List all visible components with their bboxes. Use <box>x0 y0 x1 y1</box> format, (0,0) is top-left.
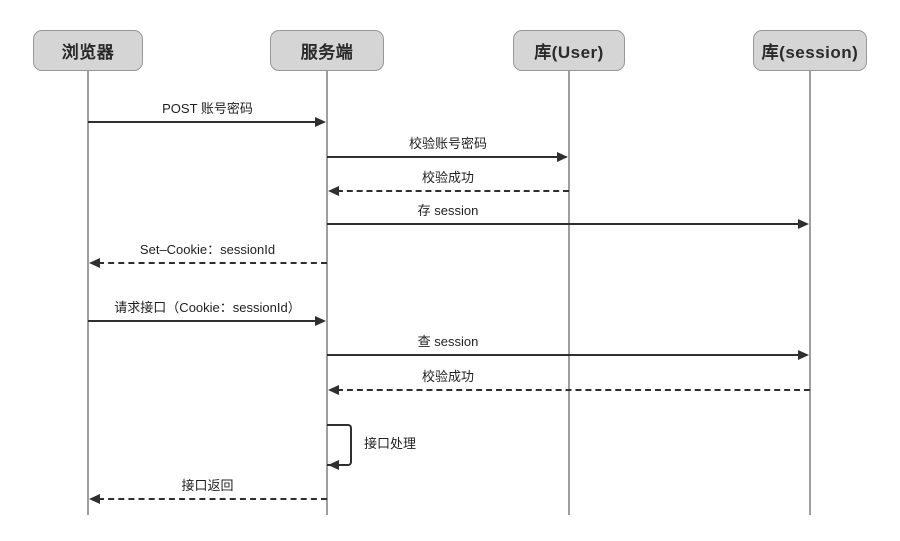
arrowhead <box>798 219 809 229</box>
message-line <box>327 156 559 158</box>
arrowhead <box>798 350 809 360</box>
message-label: 接口处理 <box>364 436 417 451</box>
message-label: 查 session <box>417 334 479 349</box>
actor-lifeline-db-session <box>809 71 811 515</box>
message-label: 存 session <box>417 203 479 218</box>
message-line <box>337 389 810 391</box>
message-line <box>88 121 317 123</box>
message-line <box>88 320 317 322</box>
arrowhead <box>557 152 568 162</box>
actor-box-browser: 浏览器 <box>33 30 143 71</box>
actor-lifeline-db-user <box>568 71 570 515</box>
message-label: 校验成功 <box>421 170 475 185</box>
arrowhead <box>89 494 100 504</box>
message-label: 接口返回 <box>181 478 234 493</box>
arrowhead <box>328 186 339 196</box>
self-message-loop <box>327 424 352 466</box>
message-label: 请求接口（Cookie：sessionId） <box>114 300 301 315</box>
arrowhead <box>315 316 326 326</box>
message-line <box>327 354 800 356</box>
message-line <box>337 190 569 192</box>
actor-box-server: 服务端 <box>270 30 384 71</box>
arrowhead <box>89 258 100 268</box>
actor-lifeline-server <box>326 71 328 515</box>
message-line <box>98 262 327 264</box>
actor-lifeline-browser <box>87 71 89 515</box>
arrowhead <box>328 460 339 470</box>
arrowhead <box>315 117 326 127</box>
message-label: POST 账号密码 <box>162 101 253 116</box>
actor-box-db-session: 库(session) <box>753 30 867 71</box>
actor-box-db-user: 库(User) <box>513 30 625 71</box>
message-line <box>327 223 800 225</box>
message-label: 校验账号密码 <box>408 136 488 151</box>
message-label: 校验成功 <box>421 369 475 384</box>
message-line <box>98 498 327 500</box>
message-label: Set–Cookie：sessionId <box>139 242 276 257</box>
arrowhead <box>328 385 339 395</box>
